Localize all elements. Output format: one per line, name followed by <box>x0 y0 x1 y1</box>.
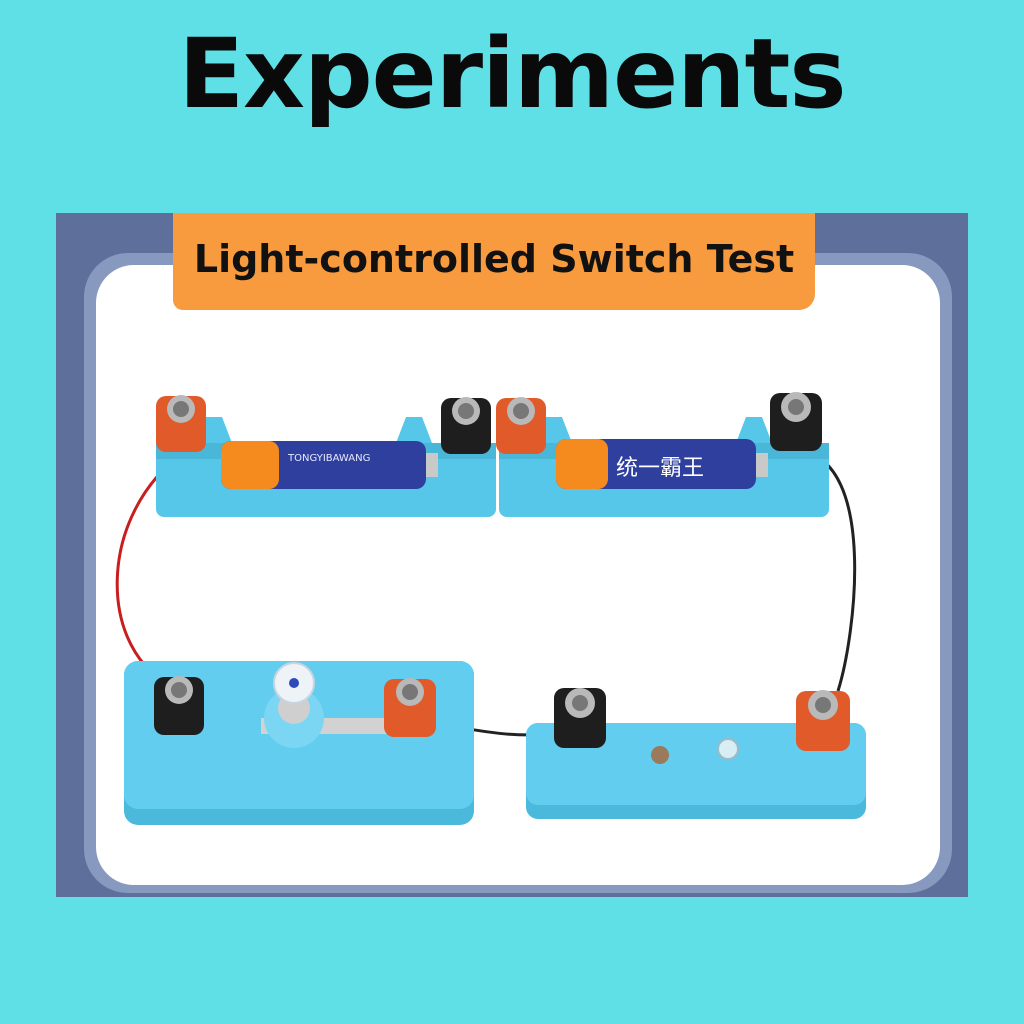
battery-holder-left: TONGYIBAWANG <box>156 417 496 517</box>
led <box>717 738 739 760</box>
terminal-orange-1 <box>156 395 206 452</box>
circuit-illustration: TONGYIBAWANG 统一霸王 <box>84 253 952 893</box>
terminal-black-2 <box>770 392 822 451</box>
light-sensor-board <box>526 688 866 819</box>
terminal-orange-4 <box>796 690 850 751</box>
lamp-board <box>124 661 474 825</box>
terminal-black-1 <box>441 397 491 454</box>
terminal-orange-3 <box>384 678 436 737</box>
battery-brand-text: 统一霸王 <box>616 456 704 481</box>
photoresistor <box>651 746 669 764</box>
terminal-black-4 <box>554 688 606 748</box>
terminal-orange-2 <box>496 397 546 454</box>
experiment-label-banner: Light-controlled Switch Test <box>173 213 815 310</box>
experiment-label: Light-controlled Switch Test <box>193 237 795 281</box>
terminal-black-3 <box>154 676 204 735</box>
page-title: Experiments <box>178 18 846 130</box>
battery-small-text: TONGYIBAWANG <box>287 453 370 464</box>
experiment-photo: TONGYIBAWANG 统一霸王 <box>56 213 968 897</box>
